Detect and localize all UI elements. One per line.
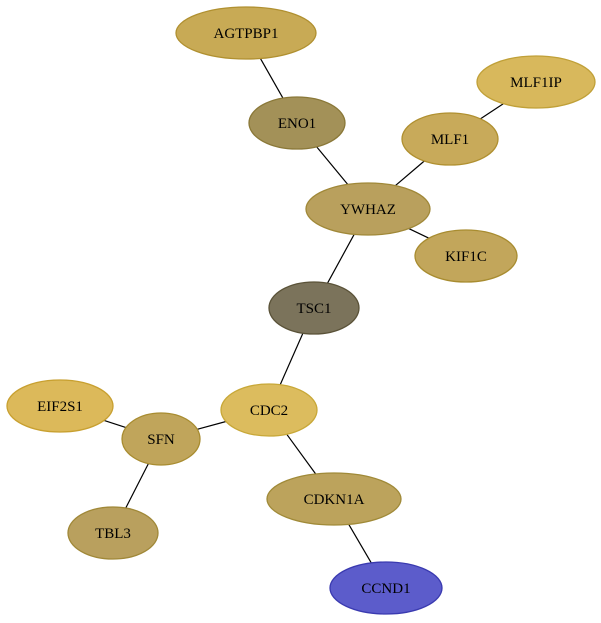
node-mlf1ip[interactable]: MLF1IP [476,55,596,109]
node-ellipse[interactable] [401,112,499,166]
node-eif2s1[interactable]: EIF2S1 [6,379,114,433]
node-label: TBL3 [95,526,131,542]
edge-agtpbp1-eno1 [259,58,284,99]
edge-cdkn1a-ccnd1 [348,524,372,564]
node-agtpbp1[interactable]: AGTPBP1 [175,6,317,60]
node-ellipse[interactable] [414,229,518,283]
node-label: ENO1 [278,116,316,132]
node-label: EIF2S1 [37,399,83,415]
node-label: MLF1 [431,132,469,148]
node-ellipse[interactable] [476,55,596,109]
node-eno1[interactable]: ENO1 [248,96,346,150]
node-tsc1[interactable]: TSC1 [268,281,360,335]
node-sfn[interactable]: SFN [121,412,201,466]
node-ellipse[interactable] [266,472,402,526]
edge-cdc2-cdkn1a [286,433,317,475]
edge-ywhaz-kif1c [408,228,430,239]
node-label: CCND1 [361,581,410,597]
edge-sfn-tbl3 [125,463,149,509]
node-label: CDKN1A [304,492,365,508]
node-ccnd1[interactable]: CCND1 [329,561,443,615]
node-tbl3[interactable]: TBL3 [67,506,159,560]
edges-layer [103,58,504,564]
node-mlf1[interactable]: MLF1 [401,112,499,166]
node-ellipse[interactable] [248,96,346,150]
edge-mlf1ip-mlf1 [480,103,504,120]
node-ellipse[interactable] [6,379,114,433]
node-label: AGTPBP1 [213,26,278,42]
edge-ywhaz-tsc1 [326,234,355,284]
node-ywhaz[interactable]: YWHAZ [305,182,431,236]
edge-eno1-ywhaz [316,146,349,185]
node-label: TSC1 [296,301,331,317]
node-ellipse[interactable] [67,506,159,560]
node-label: CDC2 [250,403,288,419]
edge-mlf1-ywhaz [394,160,425,187]
node-label: SFN [147,432,175,448]
node-kif1c[interactable]: KIF1C [414,229,518,283]
node-ellipse[interactable] [305,182,431,236]
node-label: MLF1IP [510,75,562,91]
edge-cdc2-sfn [197,420,227,430]
node-ellipse[interactable] [268,281,360,335]
node-ellipse[interactable] [220,383,318,437]
node-ellipse[interactable] [121,412,201,466]
node-cdkn1a[interactable]: CDKN1A [266,472,402,526]
node-ellipse[interactable] [175,6,317,60]
node-cdc2[interactable]: CDC2 [220,383,318,437]
node-label: KIF1C [445,249,487,265]
edge-eif2s1-sfn [103,419,127,429]
edge-tsc1-cdc2 [279,332,304,385]
node-label: YWHAZ [340,202,396,218]
node-ellipse[interactable] [329,561,443,615]
